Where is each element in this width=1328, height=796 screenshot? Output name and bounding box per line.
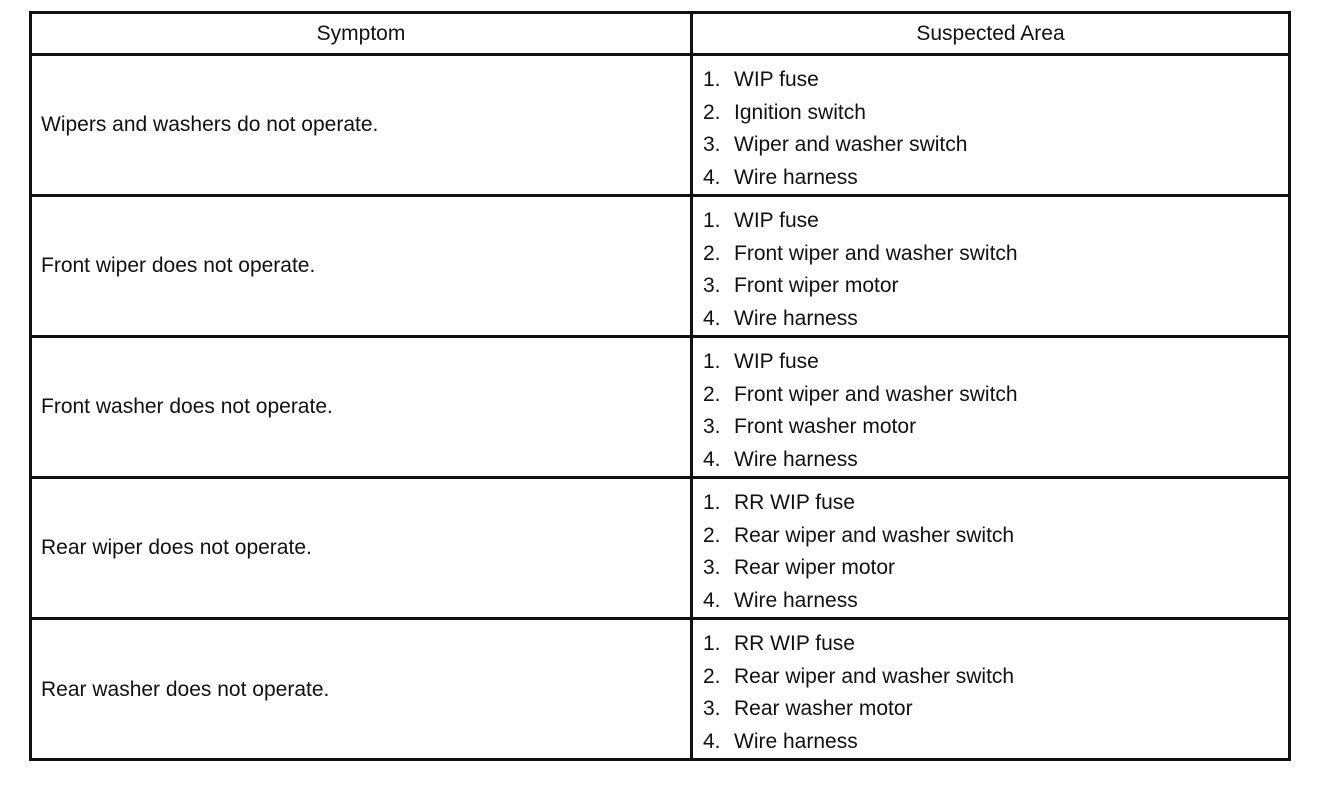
list-item-number: 1.	[703, 491, 721, 514]
list-item-number: 4.	[703, 588, 721, 612]
list-item-text: Rear wiper and washer switch	[734, 523, 1015, 547]
list-item-text: Wire harness	[734, 729, 858, 753]
list-item-text: Wire harness	[734, 165, 858, 189]
list-item-text: Wire harness	[734, 306, 858, 330]
list-item-number: 4.	[703, 306, 721, 330]
list-item-text: Wire harness	[734, 588, 858, 612]
list-item-number: 3.	[703, 133, 721, 156]
list-item-text: Rear wiper and washer switch	[734, 664, 1015, 688]
list-item-number: 3.	[703, 415, 721, 438]
table-row: Rear washer does not operate. 1. RR WIP f…	[32, 620, 1288, 760]
list-item: 1. WIP fuse	[703, 346, 1288, 379]
list-item-number: 3.	[703, 274, 721, 297]
list-item: 3. Front wiper motor	[703, 270, 1288, 303]
list-item-number: 1.	[703, 632, 721, 655]
symptom-cell: Rear wiper does not operate.	[32, 479, 693, 617]
list-item: 2. Rear wiper and washer switch	[703, 520, 1288, 553]
table-row: Front wiper does not operate. 1. WIP fuse…	[32, 197, 1288, 338]
list-item: 2. Front wiper and washer switch	[703, 379, 1288, 412]
list-item-number: 2.	[703, 100, 721, 124]
list-item-number: 2.	[703, 241, 721, 265]
list-item: 4. Wire harness	[703, 444, 1288, 477]
list-item-text: Ignition switch	[734, 100, 866, 124]
troubleshooting-table: Symptom Suspected Area Wipers and washer…	[29, 11, 1291, 761]
suspected-area-cell: 1. RR WIP fuse 2. Rear wiper and washer sw…	[693, 479, 1288, 617]
list-item-number: 4.	[703, 447, 721, 471]
suspected-area-cell: 1. WIP fuse 2. Front wiper and washer swit…	[693, 338, 1288, 476]
list-item-text: RR WIP fuse	[734, 632, 855, 655]
list-item: 1. WIP fuse	[703, 64, 1288, 97]
list-item-text: Rear washer motor	[734, 697, 913, 720]
list-item: 4. Wire harness	[703, 726, 1288, 759]
list-item: 3. Rear washer motor	[703, 693, 1288, 726]
list-item-text: Rear wiper motor	[734, 556, 896, 579]
list-item-text: RR WIP fuse	[734, 491, 855, 514]
list-item-number: 1.	[703, 209, 721, 232]
suspected-area-cell: 1. WIP fuse 2. Ignition switch 3. Wiper and…	[693, 56, 1288, 194]
symptom-cell: Front wiper does not operate.	[32, 197, 693, 335]
list-item: 3. Front washer motor	[703, 411, 1288, 444]
list-item: 4. Wire harness	[703, 303, 1288, 336]
symptom-cell: Wipers and washers do not operate.	[32, 56, 693, 194]
suspected-area-cell: 1. WIP fuse 2. Front wiper and washer swit…	[693, 197, 1288, 335]
list-item: 1. RR WIP fuse	[703, 628, 1288, 661]
list-item-text: WIP fuse	[734, 209, 819, 232]
list-item: 3. Rear wiper motor	[703, 552, 1288, 585]
list-item-number: 1.	[703, 350, 721, 373]
list-item-text: Front washer motor	[734, 415, 917, 438]
list-item-text: WIP fuse	[734, 68, 819, 91]
list-item-number: 2.	[703, 523, 721, 547]
suspected-area-column-header: Suspected Area	[916, 21, 1065, 45]
list-item: 4. Wire harness	[703, 162, 1288, 195]
list-item-text: Wiper and washer switch	[734, 133, 968, 156]
symptom-cell: Rear washer does not operate.	[32, 620, 693, 760]
list-item-text: WIP fuse	[734, 350, 819, 373]
table-row: Rear wiper does not operate. 1. RR WIP fu…	[32, 479, 1288, 620]
list-item: 3. Wiper and washer switch	[703, 129, 1288, 162]
table-row: Front washer does not operate. 1. WIP fus…	[32, 338, 1288, 479]
list-item-number: 3.	[703, 697, 721, 720]
list-item-text: Wire harness	[734, 447, 858, 471]
list-item-number: 1.	[703, 68, 721, 91]
symptom-cell: Front washer does not operate.	[32, 338, 693, 476]
table-row: Wipers and washers do not operate. 1. WIP…	[32, 56, 1288, 197]
list-item-number: 4.	[703, 165, 721, 189]
list-item: 2. Ignition switch	[703, 97, 1288, 130]
list-item-text: Front wiper and washer switch	[734, 241, 1018, 265]
symptom-column-header: Symptom	[32, 14, 693, 53]
list-item: 2. Rear wiper and washer switch	[703, 661, 1288, 694]
list-item-text: Front wiper motor	[734, 274, 899, 297]
suspected-area-cell: 1. RR WIP fuse 2. Rear wiper and washer sw…	[693, 620, 1288, 760]
list-item-text: Front wiper and washer switch	[734, 382, 1018, 406]
list-item-number: 4.	[703, 729, 721, 753]
list-item-number: 3.	[703, 556, 721, 579]
list-item: 2. Front wiper and washer switch	[703, 238, 1288, 271]
list-item-number: 2.	[703, 664, 721, 688]
list-item: 1. WIP fuse	[703, 205, 1288, 238]
list-item-number: 2.	[703, 382, 721, 406]
list-item: 1. RR WIP fuse	[703, 487, 1288, 520]
table-header: Symptom Suspected Area	[32, 14, 1288, 56]
list-item: 4. Wire harness	[703, 585, 1288, 618]
